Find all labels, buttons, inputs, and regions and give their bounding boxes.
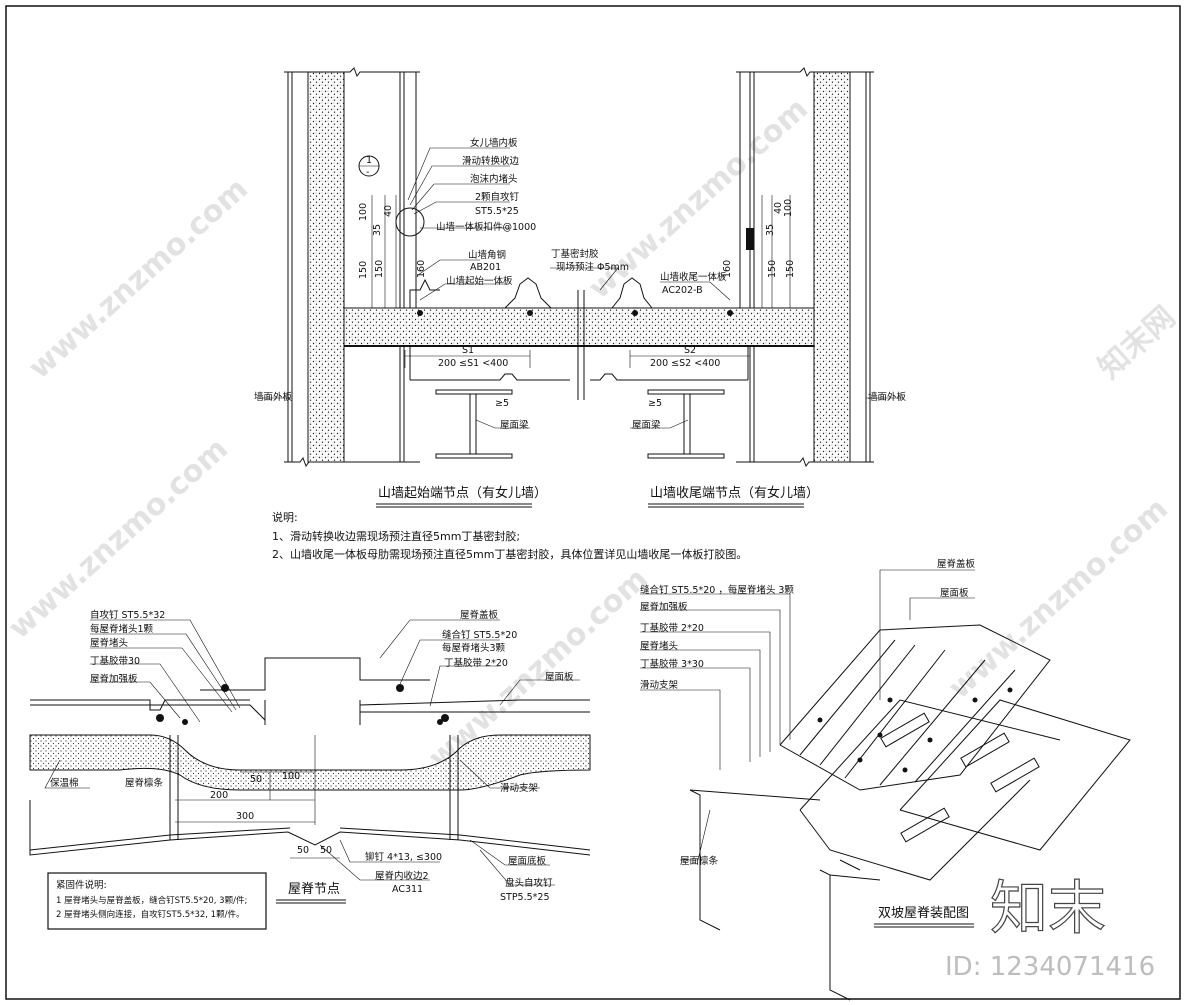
label-text: 滑动支架 bbox=[640, 679, 679, 691]
ridge-detail-title: 屋脊节点 bbox=[288, 882, 340, 897]
dim-text: 150 bbox=[785, 260, 796, 278]
dim-text: 100 bbox=[358, 203, 369, 221]
label-text: 山墙起始一体板 bbox=[446, 275, 513, 287]
dim-text: 150 bbox=[374, 260, 385, 278]
dim-text: 40 bbox=[773, 202, 784, 214]
label-text: 盘头自攻钉 bbox=[505, 877, 553, 889]
label-text: 屋脊加强板 bbox=[90, 673, 138, 685]
label-text: 屋面底板 bbox=[508, 855, 547, 867]
left-gable-detail: 100 35 40 150 150 160 1 - 女儿墙内板 滑动转换收边 泡… bbox=[254, 67, 585, 508]
note-item: 2、山墙收尾一体板母肋需现场预注直径5mm丁基密封胶，具体位置详见山墙收尾一体板… bbox=[272, 547, 747, 561]
label-text: STP5.5*25 bbox=[500, 892, 550, 903]
watermark-group: www.znzmo.com www.znzmo.com www.znzmo.co… bbox=[2, 91, 1182, 776]
dim-text: 150 bbox=[767, 260, 778, 278]
label-text: 屋面板 bbox=[545, 671, 574, 683]
iso-detail-title: 双坡屋脊装配图 bbox=[878, 906, 969, 921]
label-text: 墙面外板 bbox=[254, 391, 293, 403]
fastener-item: 2 屋脊堵头侧向连接，自攻钉ST5.5*32, 1颗/件。 bbox=[56, 909, 244, 920]
notes-heading: 说明: bbox=[272, 510, 298, 524]
label-text: ST5.5*25 bbox=[475, 206, 519, 217]
label-text: 每屋脊堵头3颗 bbox=[442, 642, 506, 654]
fastener-note: 紧固件说明: 1 屋脊堵头与屋脊盖板，缝合钉ST5.5*20, 3颗/件; 2 … bbox=[47, 872, 267, 930]
dim-text: 100 bbox=[282, 771, 300, 782]
id-label: ID: 1234071416 bbox=[945, 952, 1155, 982]
label-text: 屋脊盖板 bbox=[460, 609, 499, 621]
label-text: 丁基胶带 3*30 bbox=[640, 658, 704, 670]
label-text: 屋脊堵头 bbox=[640, 640, 678, 652]
label-text: AC202-B bbox=[662, 285, 703, 296]
label-text: 屋脊堵头 bbox=[90, 637, 128, 649]
dim-text: 50 bbox=[297, 845, 309, 856]
label-text: 泡沫内堵头 bbox=[470, 173, 518, 185]
brand-logo: 知末 bbox=[989, 873, 1106, 942]
label-text: 缝合钉 ST5.5*20 ，每屋脊堵头 3颗 bbox=[640, 584, 794, 596]
label-text: 现场预注 Φ5mm bbox=[556, 261, 629, 273]
label-text: 女儿墙内板 bbox=[470, 137, 518, 149]
right-gable-detail: 100 35 40 150 150 160 山墙收尾一体板 AC202-B S2… bbox=[583, 67, 907, 508]
dim-text: 300 bbox=[236, 811, 254, 822]
span-label: S1 bbox=[462, 345, 474, 356]
dim-text: 35 bbox=[765, 224, 776, 236]
notes-block: 说明: 1、滑动转换收边需现场预注直径5mm丁基密封胶; 2、山墙收尾一体板母肋… bbox=[272, 510, 747, 561]
label-text: 山墙收尾一体板 bbox=[660, 271, 727, 283]
dim-text: 40 bbox=[383, 205, 394, 217]
label-text: 山墙一体板扣件@1000 bbox=[436, 221, 536, 233]
dim-text: 35 bbox=[372, 224, 383, 236]
dim-text: 150 bbox=[358, 261, 369, 279]
label-text: 每屋脊堵头1颗 bbox=[90, 623, 154, 635]
label-text: 屋面梁 bbox=[500, 419, 529, 431]
label-text: 屋面梁 bbox=[632, 419, 661, 431]
ridge-detail: 50 100 200 300 50 50 自攻钉 ST5.5*32 每屋脊堵头1… bbox=[29, 609, 591, 904]
label-text: 丁基胶带 2*20 bbox=[444, 657, 508, 669]
section-mark-sub: - bbox=[366, 167, 369, 178]
watermark-text: 知末网 bbox=[1092, 300, 1182, 386]
label-text: 2颗自攻钉 bbox=[475, 191, 520, 203]
watermark-text: www.znzmo.com bbox=[22, 171, 255, 386]
label-text: 山墙角钢 bbox=[468, 249, 506, 261]
logo-mark: 知末 bbox=[990, 874, 1106, 942]
label-text: 铆钉 4*13, ≤300 bbox=[365, 851, 442, 863]
label-text: 丁基胶带30 bbox=[90, 655, 140, 667]
fastener-item: 1 屋脊堵头与屋脊盖板，缝合钉ST5.5*20, 3颗/件; bbox=[56, 895, 247, 906]
label-text: 屋面板 bbox=[940, 587, 969, 599]
right-detail-title: 山墙收尾端节点（有女儿墙） bbox=[650, 485, 819, 501]
label-text: 屋脊檩条 bbox=[125, 777, 164, 789]
dim-text: 50 bbox=[250, 774, 262, 785]
label-text: 屋脊加强板 bbox=[640, 601, 688, 613]
label-text: 缝合钉 ST5.5*20 bbox=[442, 629, 517, 641]
center-joint: 丁基密封胶 现场预注 Φ5mm bbox=[550, 248, 629, 400]
label-text: 滑动支架 bbox=[500, 782, 539, 794]
label-text: 保温棉 bbox=[50, 777, 79, 789]
dim-text: 160 bbox=[416, 260, 427, 278]
outer-frame bbox=[5, 5, 1181, 1000]
left-detail-title: 山墙起始端节点（有女儿墙） bbox=[378, 485, 547, 501]
note-item: 1、滑动转换收边需现场预注直径5mm丁基密封胶; bbox=[272, 529, 520, 543]
span-label: S2 bbox=[684, 345, 696, 356]
label-text: 屋脊内收边2 bbox=[375, 870, 429, 882]
label-text: AB201 bbox=[470, 262, 501, 273]
dim-text: 200 bbox=[210, 790, 228, 801]
label-text: 丁基密封胶 bbox=[551, 248, 599, 260]
label-text: AC311 bbox=[392, 884, 423, 895]
span-range: 200 ≤S2 <400 bbox=[650, 358, 720, 369]
slope-mark: ≥5 bbox=[648, 398, 662, 409]
label-text: 屋面檩条 bbox=[680, 855, 719, 867]
label-text: 丁基胶带 2*20 bbox=[640, 622, 704, 634]
span-range: 200 ≤S1 <400 bbox=[438, 358, 508, 369]
section-mark-num: 1 bbox=[366, 155, 372, 166]
dim-text: 100 bbox=[783, 199, 794, 217]
label-text: 屋脊盖板 bbox=[937, 558, 976, 570]
label-text: 墙面外板 bbox=[868, 391, 907, 403]
dim-text: 160 bbox=[722, 260, 733, 278]
label-text: 滑动转换收边 bbox=[462, 155, 520, 167]
label-text: 自攻钉 ST5.5*32 bbox=[90, 609, 165, 621]
fastener-heading: 紧固件说明: bbox=[56, 879, 107, 891]
slope-mark: ≥5 bbox=[495, 398, 509, 409]
iso-assembly: 屋脊盖板 屋面板 缝合钉 ST5.5*20 ，每屋脊堵头 3颗 屋脊加强板 丁基… bbox=[640, 558, 1131, 1001]
watermark-text: www.znzmo.com bbox=[942, 491, 1175, 706]
